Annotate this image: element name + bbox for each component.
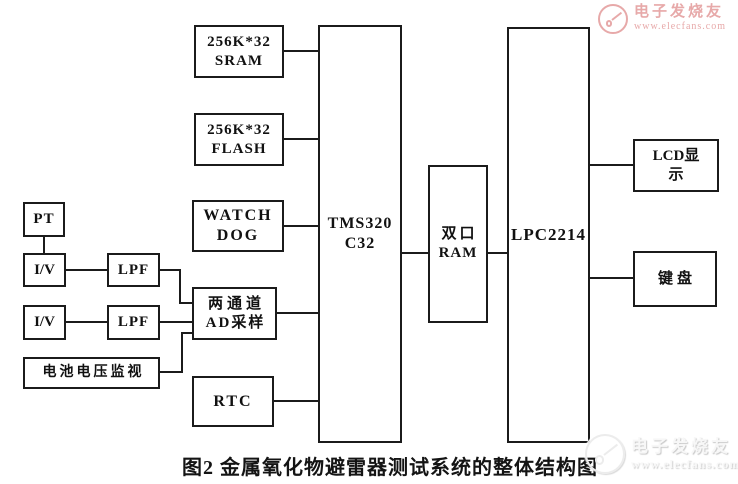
block-pt-line1: PT [33,211,55,228]
block-battery-monitor: 电池电压监视 [23,357,160,389]
connector-sram-tms [284,50,318,52]
block-tms320c32-line2: C32 [344,235,376,252]
block-sram-line2: SRAM [214,52,264,69]
block-watchdog-line1: WATCH [203,207,273,224]
block-lpf-bottom: LPF [107,305,160,340]
block-tms320c32: TMS320 C32 [318,25,402,443]
block-rtc: RTC [192,376,274,427]
block-lcd-line1: LCD显 [652,147,700,164]
block-lpf-top: LPF [107,253,160,287]
block-iv-top-line1: I/V [34,261,55,278]
connector-dpram-lpc [488,252,507,254]
block-watchdog: WATCH DOG [192,200,284,252]
connector-adc-tms [277,312,318,314]
block-lpc2214-line1: LPC2214 [511,225,586,245]
block-rtc-line1: RTC [213,392,253,410]
block-pt: PT [23,202,65,237]
watermark-bottom: 电子发烧友 www.elecfans.com [585,434,738,474]
watermark-brand: 电子发烧友 [634,4,725,20]
connector-lpc-lcd [590,164,633,166]
block-dpram-line1: 双口 [441,226,478,243]
watermark-top: 电子发烧友 www.elecfans.com [598,4,726,34]
block-lcd: LCD显 示 [633,139,719,192]
block-iv-bottom-line1: I/V [34,314,55,331]
connector-lpf-bottom-adc [160,321,192,323]
connector-battery-rise [181,332,183,373]
elecfans-logo-icon [598,4,628,34]
block-lcd-line2: 示 [668,166,684,183]
connector-pt-iv [43,237,45,253]
elecfans-logo-icon [585,434,625,474]
block-tms320c32-line1: TMS320 [327,215,393,232]
block-flash-line1: 256K*32 [207,121,271,138]
block-sram: 256K*32 SRAM [194,25,284,78]
block-keyboard-line1: 键盘 [657,270,696,287]
connector-lpc-keyboard [590,277,633,279]
block-battery-monitor-line1: 电池电压监视 [42,365,145,381]
block-lpf-top-line1: LPF [117,261,150,278]
block-iv-top: I/V [23,253,66,287]
block-flash-line2: FLASH [211,140,267,157]
connector-iv-lpf-bottom [66,321,107,323]
connector-watchdog-tms [284,225,318,227]
block-iv-bottom: I/V [23,305,66,340]
connector-lpf-top-adc [179,302,192,304]
figure-caption: 图2 金属氧化物避雷器测试系统的整体结构图 [182,457,598,479]
watermark-url: www.elecfans.com [634,20,726,32]
block-lpf-bottom-line1: LPF [117,314,150,331]
block-dpram: 双口 RAM [428,165,488,323]
block-keyboard: 键盘 [633,251,717,307]
block-dpram-line2: RAM [438,245,478,261]
connector-tms-dpram [402,252,428,254]
connector-lpf-top-drop [179,269,181,304]
connector-iv-lpf-top [66,269,107,271]
block-watchdog-line2: DOG [216,227,260,244]
block-adc-line2: AD采样 [205,314,266,331]
connector-battery-stub [160,371,183,373]
block-sram-line1: 256K*32 [207,33,271,50]
watermark-brand: 电子发烧友 [631,437,731,456]
watermark-url: www.elecfans.com [631,456,738,471]
block-flash: 256K*32 FLASH [194,113,284,166]
block-adc-line1: 两通道 [207,295,265,312]
connector-flash-tms [284,138,318,140]
connector-lpf-top-stub [160,269,181,271]
connector-battery-adc [181,332,192,334]
block-adc: 两通道 AD采样 [192,287,277,340]
connector-rtc-tms [274,400,318,402]
block-lpc2214: LPC2214 [507,27,590,443]
